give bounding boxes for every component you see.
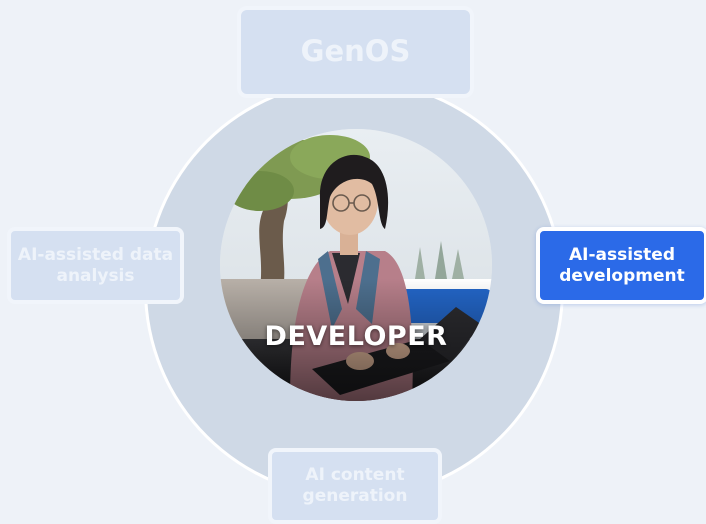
node-data-analysis[interactable]: AI-assisted data analysis: [7, 227, 184, 304]
node-content-generation[interactable]: AI content generation: [268, 448, 442, 524]
node-genos[interactable]: GenOS: [237, 6, 474, 98]
node-development[interactable]: AI-assisted development: [536, 227, 706, 304]
developer-photo: DEVELOPER: [220, 129, 492, 401]
center-label: DEVELOPER: [264, 321, 448, 352]
developer-illustration: [220, 129, 492, 401]
